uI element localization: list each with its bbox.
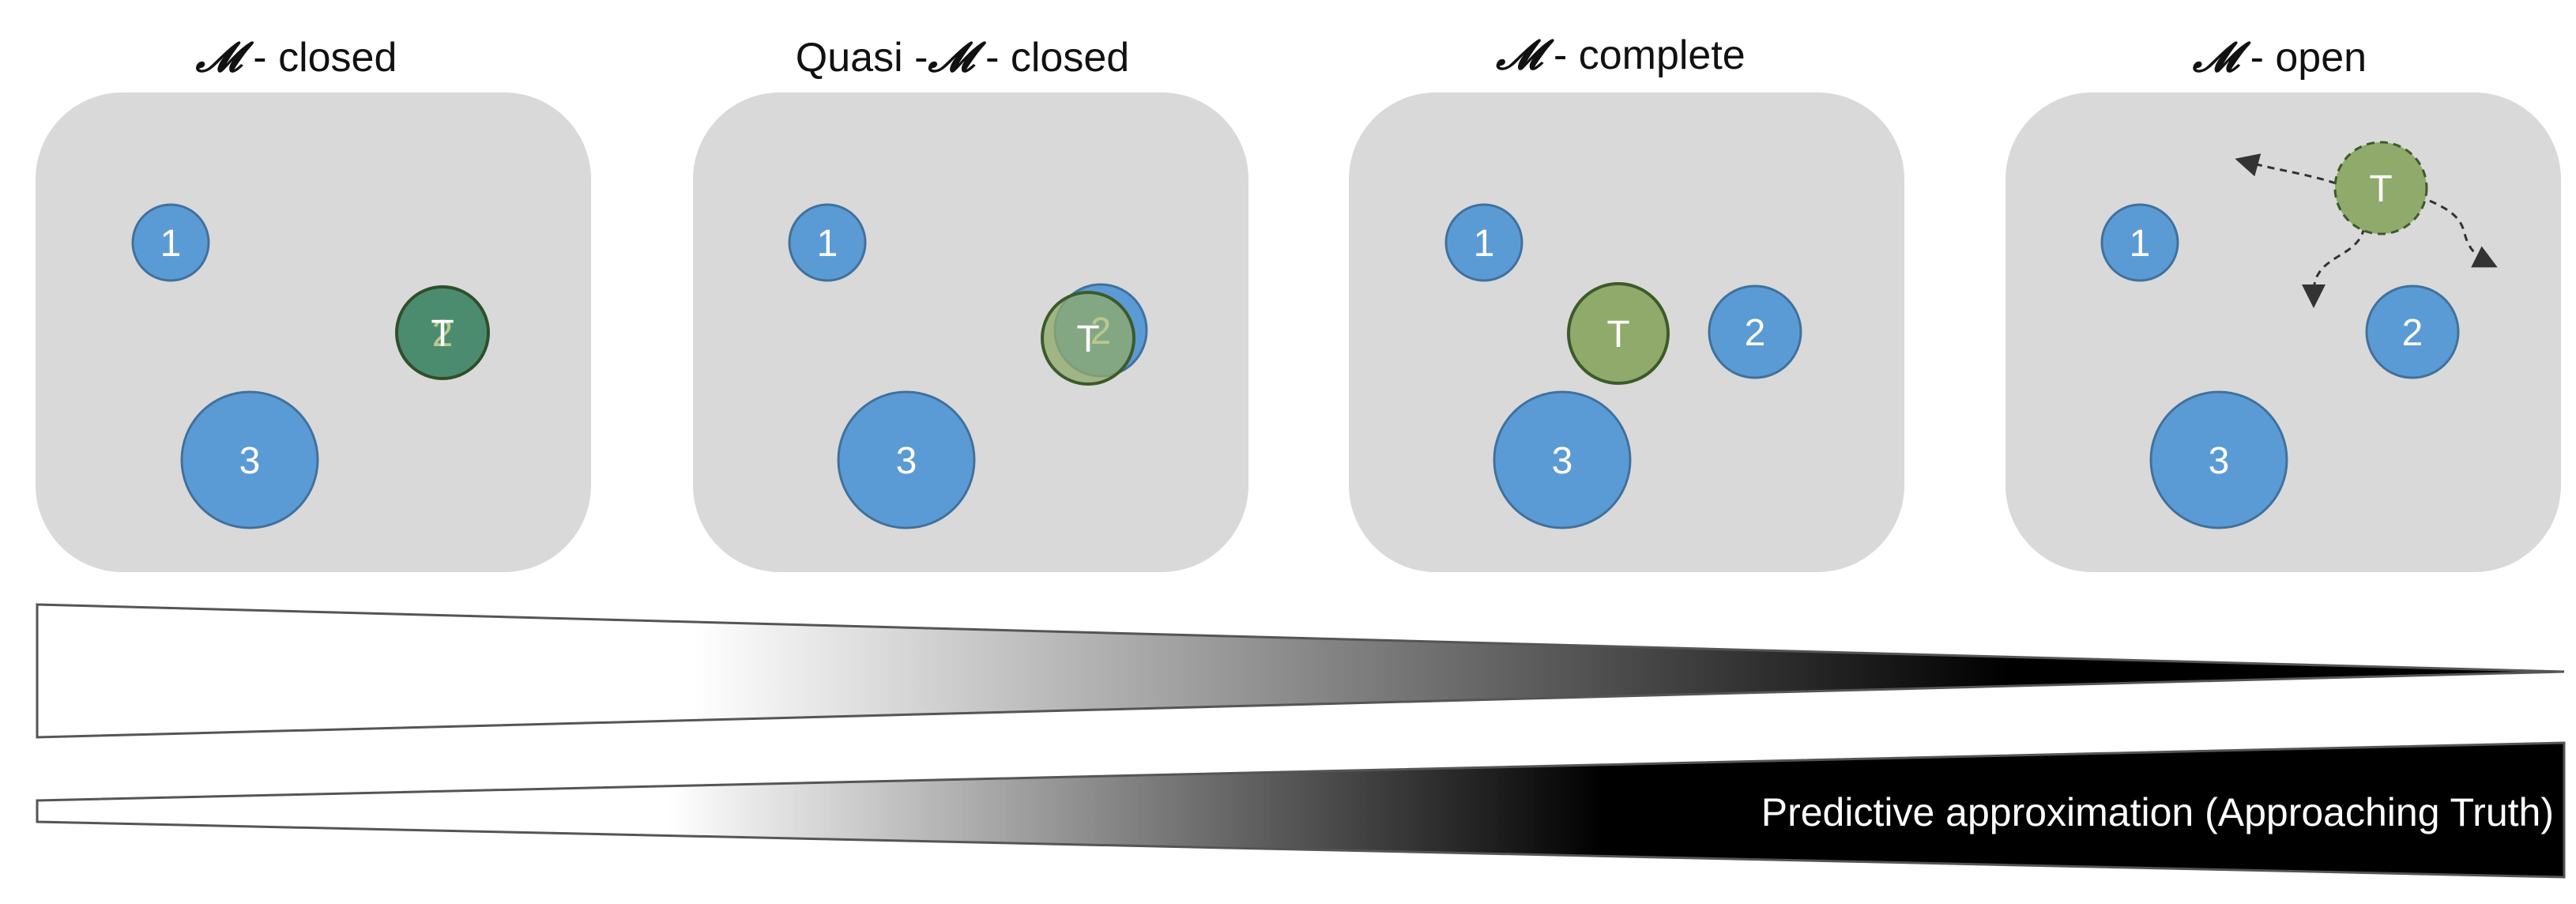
model-space-box bbox=[693, 92, 1248, 572]
model-node-1 bbox=[131, 203, 210, 282]
model-node-1-label: 1 bbox=[2130, 223, 2151, 265]
model-space-box bbox=[2005, 92, 2561, 572]
predictive-approximation-label: Predictive approximation (Approaching Tr… bbox=[1761, 790, 2554, 834]
model-node-1 bbox=[2100, 203, 2179, 282]
panel-title-m-open: 𝓜 - open bbox=[2192, 33, 2367, 81]
panel-m-closed: 𝓜 - closed 1 3 2 T bbox=[36, 33, 591, 572]
model-node-2 bbox=[2365, 284, 2460, 379]
truth-node-label: T bbox=[431, 313, 454, 355]
truth-node-label: T bbox=[1606, 314, 1629, 356]
truth-node bbox=[1041, 291, 1135, 386]
panel-title-quasi-m-closed: Quasi -𝓜 - closed bbox=[796, 33, 1129, 81]
dashed-arrow-down bbox=[2302, 227, 2366, 308]
model-node-1-label: 1 bbox=[1474, 223, 1495, 265]
model-space-box bbox=[36, 92, 591, 572]
model-node-3-label: 3 bbox=[896, 440, 917, 482]
model-node-1-label: 1 bbox=[160, 223, 182, 265]
panel-m-complete: 𝓜 - complete 1 3 2 T bbox=[1349, 31, 1904, 572]
truth-node-label: T bbox=[2369, 168, 2392, 210]
model-node-3 bbox=[2149, 390, 2288, 529]
truth-node bbox=[2333, 141, 2428, 235]
panel-title-m-closed: 𝓜 - closed bbox=[195, 33, 397, 81]
increasing-wedge bbox=[36, 741, 2566, 879]
model-node-2-label: 2 bbox=[1745, 312, 1766, 354]
model-node-3-label: 3 bbox=[1552, 440, 1573, 482]
panel-title-m-complete: 𝓜 - complete bbox=[1495, 31, 1745, 79]
model-node-2 bbox=[1708, 284, 1802, 379]
model-node-2-label: 2 bbox=[432, 313, 454, 355]
decreasing-wedge bbox=[36, 603, 2565, 739]
truth-node bbox=[395, 285, 490, 380]
model-node-3 bbox=[180, 390, 319, 529]
model-node-3 bbox=[1493, 390, 1632, 529]
truth-node bbox=[1567, 282, 1670, 385]
model-node-1 bbox=[788, 203, 867, 282]
panel-quasi-m-closed: Quasi -𝓜 - closed 1 3 2 T bbox=[693, 33, 1248, 572]
model-node-1-label: 1 bbox=[817, 223, 838, 265]
dashed-arrow-right bbox=[2417, 194, 2498, 268]
model-node-3-label: 3 bbox=[239, 440, 261, 482]
model-node-3-label: 3 bbox=[2209, 440, 2230, 482]
model-node-2-label: 2 bbox=[2402, 312, 2423, 354]
panel-m-open: 𝓜 - open 1 3 2 T bbox=[2005, 33, 2561, 572]
model-node-3 bbox=[837, 390, 976, 529]
truth-node-label: T bbox=[1076, 318, 1099, 360]
model-node-2-label: 2 bbox=[1090, 311, 1112, 352]
model-node-1 bbox=[1444, 203, 1523, 282]
